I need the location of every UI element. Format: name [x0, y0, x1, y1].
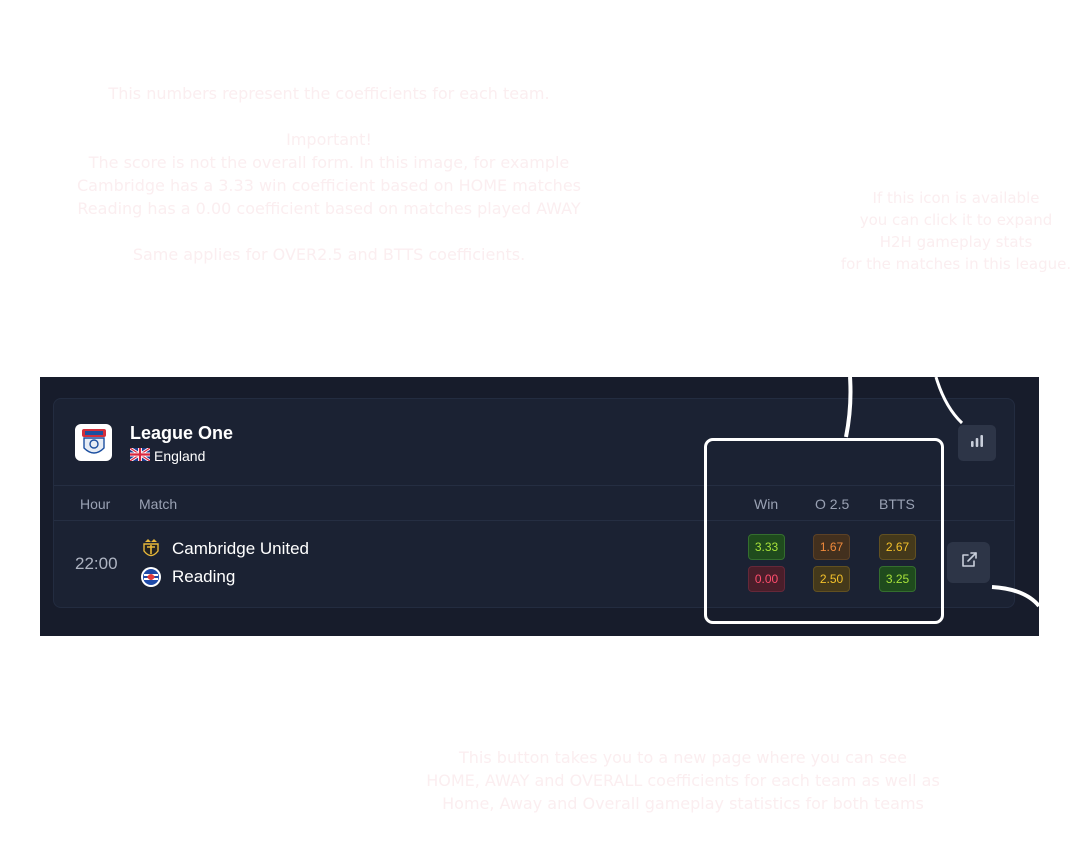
column-header-btts: BTTS	[879, 496, 915, 512]
coefficients-highlight-box	[704, 438, 944, 624]
h2h-annotation: If this icon is available you can click …	[836, 187, 1076, 275]
home-over25-coefficient: 1.67	[813, 534, 850, 560]
annotation-line: This numbers represent the coefficients …	[108, 84, 550, 103]
annotation-line	[40, 105, 618, 128]
league-widget: League One England	[40, 377, 1039, 636]
annotation-line: Home, Away and Overall gameplay statisti…	[442, 794, 924, 813]
away-win-coefficient: 0.00	[748, 566, 785, 592]
league-card: League One England	[53, 398, 1015, 608]
column-header-hour: Hour	[80, 496, 111, 512]
pointer-line-stats-button	[934, 377, 964, 425]
annotation-line: Important!	[286, 130, 372, 149]
league-country: England	[129, 446, 206, 464]
uk-flag-icon	[129, 446, 151, 464]
annotation-line: for the matches in this league.	[840, 255, 1072, 273]
column-header-match: Match	[139, 496, 178, 512]
external-link-icon	[959, 550, 979, 575]
home-btts-coefficient: 2.67	[879, 534, 916, 560]
home-team-name: Cambridge United	[172, 539, 310, 558]
cambridge-united-crest-icon	[140, 538, 162, 560]
open-match-page-button[interactable]	[947, 542, 990, 583]
pointer-line-open-button	[991, 585, 1039, 608]
pointer-line-coefficients	[844, 377, 853, 438]
button-annotation: This button takes you to a new page wher…	[380, 746, 986, 815]
reading-crest-icon	[140, 566, 162, 588]
annotation-pointer-arcs	[844, 377, 1039, 608]
league-one-logo-icon	[75, 424, 112, 461]
annotation-line: Cambridge has a 3.33 win coefficient bas…	[77, 176, 581, 195]
coefficients-annotation: This numbers represent the coefficients …	[40, 82, 618, 266]
away-btts-coefficient: 3.25	[879, 566, 916, 592]
annotation-line: The score is not the overall form. In th…	[88, 153, 570, 172]
match-hour: 22:00	[75, 554, 118, 573]
annotation-line: H2H gameplay stats	[879, 233, 1033, 251]
annotation-line: If this icon is available	[872, 189, 1040, 207]
home-team-row[interactable]: Cambridge United	[140, 538, 309, 560]
h2h-stats-button[interactable]	[958, 425, 996, 461]
annotation-line: Reading has a 0.00 coefficient based on …	[77, 199, 581, 218]
column-header-win: Win	[754, 496, 779, 512]
divider	[54, 520, 1014, 521]
annotation-line: you can click it to expand	[859, 211, 1053, 229]
country-name: England	[154, 448, 206, 464]
bar-chart-icon	[969, 433, 985, 454]
divider	[54, 485, 1014, 486]
league-name: League One	[130, 423, 234, 443]
annotation-line: HOME, AWAY and OVERALL coefficients for …	[426, 771, 940, 790]
away-team-name: Reading	[172, 567, 236, 586]
home-win-coefficient: 3.33	[748, 534, 785, 560]
away-over25-coefficient: 2.50	[813, 566, 850, 592]
annotation-line	[40, 220, 618, 243]
annotation-line: Same applies for OVER2.5 and BTTS coeffi…	[132, 245, 526, 264]
annotation-line: This button takes you to a new page wher…	[459, 748, 907, 767]
away-team-row[interactable]: Reading	[140, 566, 235, 588]
column-header-over25: O 2.5	[815, 496, 850, 512]
